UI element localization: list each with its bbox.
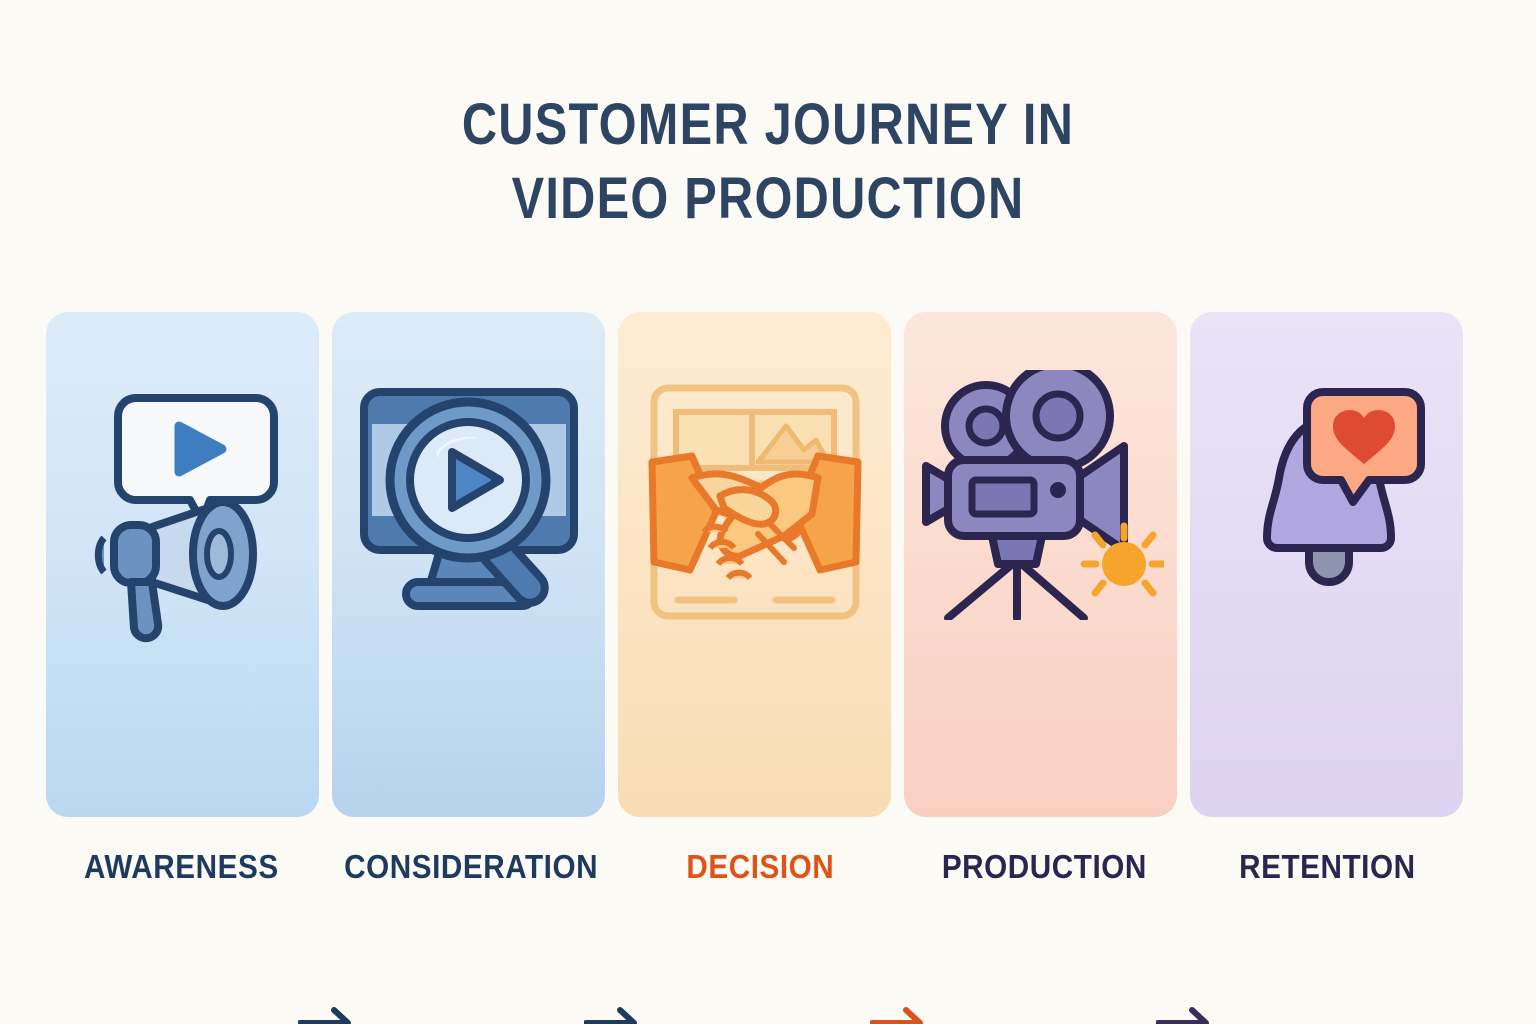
page-title-line-1: CUSTOMER JOURNEY IN	[461, 92, 1075, 157]
stage-label-production: PRODUCTION	[941, 848, 1147, 885]
arrow-production-to-retention	[1156, 1006, 1218, 1024]
page-title: CUSTOMER JOURNEY IN VIDEO PRODUCTION	[0, 88, 1536, 236]
stage-card-retention[interactable]	[1190, 312, 1463, 817]
stage-production[interactable]	[904, 312, 1209, 1024]
stage-label-decision: DECISION	[686, 848, 835, 885]
stage-label-retention: RETENTION	[1239, 848, 1416, 885]
stage-card-production[interactable]	[904, 312, 1177, 817]
megaphone-speech-bubble-play-icon	[78, 386, 288, 651]
movie-camera-tripod-icon	[918, 360, 1167, 625]
journey-stage-strip	[46, 312, 1463, 1024]
page-title-line-2: VIDEO PRODUCTION	[511, 166, 1025, 231]
stage-card-awareness[interactable]	[46, 312, 319, 817]
handshake-contract-icon	[644, 382, 866, 627]
stage-card-consideration[interactable]	[332, 312, 605, 817]
arrow-decision-to-production	[870, 1006, 932, 1024]
stage-consideration[interactable]	[332, 312, 637, 1024]
arrow-consideration-to-decision	[584, 1006, 646, 1024]
stage-retention[interactable]	[1190, 312, 1463, 817]
stage-label-consideration: CONSIDERATION	[343, 848, 598, 885]
stage-labels-row: AWARENESS CONSIDERATION DECISION PRODUCT…	[46, 848, 1463, 900]
stage-decision[interactable]	[618, 312, 923, 1024]
notification-bell-heart-icon	[1227, 386, 1427, 603]
arrow-awareness-to-consideration	[298, 1006, 360, 1024]
stage-label-awareness: AWARENESS	[84, 848, 279, 885]
stage-card-decision[interactable]	[618, 312, 891, 817]
monitor-magnifier-play-icon	[358, 386, 580, 619]
stage-awareness[interactable]	[46, 312, 351, 1024]
